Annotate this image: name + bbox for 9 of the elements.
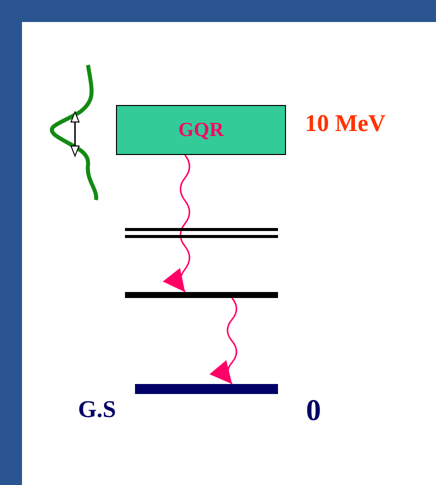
wavy-arrow bbox=[163, 154, 190, 292]
double-level-line bbox=[125, 228, 278, 238]
level-label: G.S bbox=[78, 398, 116, 422]
resonance-label: GQR bbox=[177, 118, 225, 142]
resonance-box bbox=[116, 105, 286, 155]
energy-label: 0 bbox=[306, 396, 321, 426]
energy-label: 10 MeV bbox=[305, 112, 386, 136]
wavy-arrow bbox=[210, 298, 238, 384]
ground-state-bar bbox=[135, 384, 278, 394]
